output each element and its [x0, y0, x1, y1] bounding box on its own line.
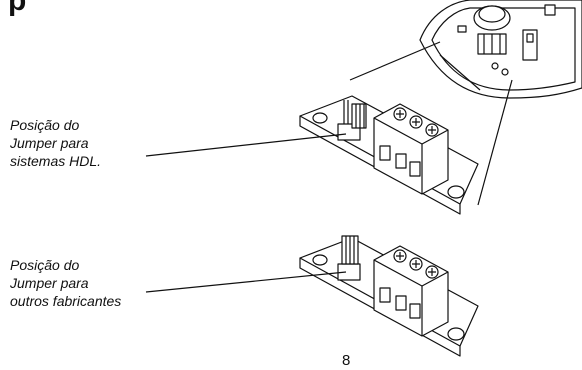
- leader-line-hdl: [145, 133, 347, 157]
- callout-line: sistemas HDL.: [10, 153, 102, 169]
- terminal-block-other-manufacturers: [299, 235, 479, 357]
- device-housing-illustration: [419, 0, 582, 99]
- callout-line: Posição do: [10, 257, 80, 273]
- leader-line-other: [145, 271, 347, 293]
- callout-line: outros fabricantes: [10, 293, 122, 309]
- callout-line: Jumper para: [10, 275, 89, 291]
- zoom-line: [477, 79, 513, 206]
- page-number: 8: [342, 352, 351, 369]
- callout-jumper-other-manufacturers: Posição do Jumper para outros fabricante…: [10, 256, 121, 310]
- zoom-line: [349, 41, 441, 81]
- callout-line: Jumper para: [10, 135, 89, 151]
- page-heading-fragment: p: [8, 0, 27, 17]
- callout-line: Posição do: [10, 117, 80, 133]
- callout-jumper-hdl: Posição do Jumper para sistemas HDL.: [10, 116, 101, 170]
- terminal-block-hdl: [299, 95, 479, 215]
